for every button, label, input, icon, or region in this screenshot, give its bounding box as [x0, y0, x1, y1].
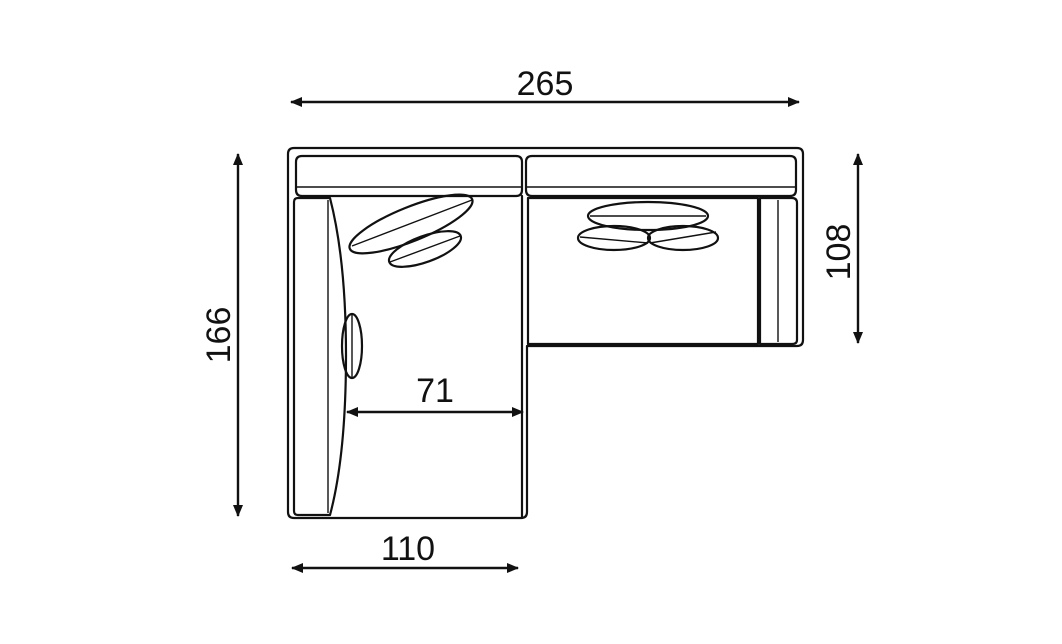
pillow-2 — [387, 230, 463, 268]
pillow-6 — [646, 224, 720, 252]
dim-label-seat-depth: 71 — [416, 372, 454, 410]
pillow-3 — [340, 312, 364, 380]
dimension-total-width: 265 — [290, 65, 800, 107]
dimension-total-depth: 166 — [200, 153, 243, 517]
right-seat-cushion — [526, 196, 760, 346]
backrest-left — [294, 154, 524, 198]
pillow-5-seam — [579, 236, 649, 244]
pillow-1 — [348, 193, 474, 255]
sofa-outline — [286, 146, 805, 520]
dimension-seat-depth: 71 — [346, 372, 524, 417]
dimension-chaise-width: 110 — [291, 530, 519, 573]
pillow-6-seam — [649, 231, 717, 244]
dim-label-total-depth: 166 — [200, 307, 238, 364]
chaise-armrest — [292, 196, 348, 517]
pillow-1-seam — [351, 199, 473, 247]
dim-label-total-width: 265 — [517, 65, 574, 103]
pillows — [340, 193, 720, 380]
dim-label-chaise-width: 110 — [381, 530, 435, 568]
pillow-5 — [576, 224, 652, 252]
sofa-outer-frame — [286, 146, 805, 520]
pillow-4 — [586, 200, 710, 232]
dim-label-right-depth: 108 — [820, 224, 858, 281]
backrest-right — [524, 154, 798, 198]
right-armrest — [758, 196, 799, 346]
dimension-right-depth: 108 — [820, 153, 863, 344]
pillow-2-seam — [389, 235, 461, 263]
